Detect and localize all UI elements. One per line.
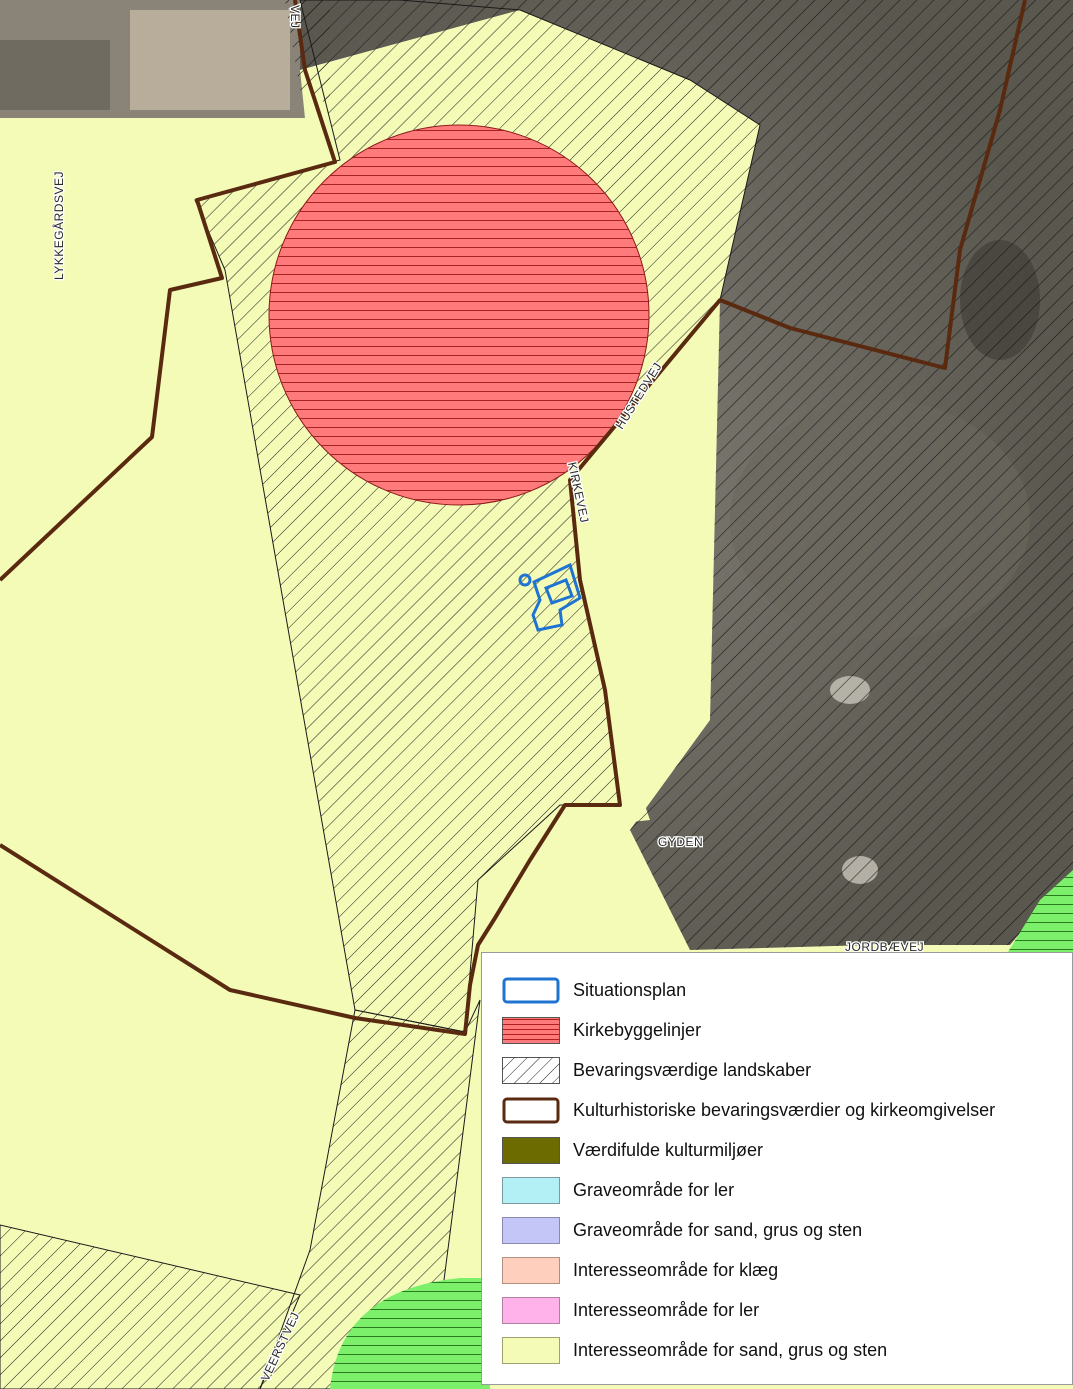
legend-label: Situationsplan bbox=[573, 980, 687, 1000]
legend-item: Kulturhistoriske bevaringsværdier og kir… bbox=[502, 1095, 1072, 1125]
situationsplan-outline[interactable] bbox=[518, 562, 582, 632]
legend-item: Bevaringsværdige landskaber bbox=[502, 1055, 1072, 1085]
legend-item: Graveområde for ler bbox=[502, 1175, 1072, 1205]
preserved-landscape-nw-strip bbox=[285, 0, 330, 105]
legend-item: Interesseområde for ler bbox=[502, 1295, 1072, 1325]
legend-item: Værdifulde kulturmiljøer bbox=[502, 1135, 1072, 1165]
legend-label: Interesseområde for sand, grus og sten bbox=[573, 1340, 888, 1360]
cultural-heritage-boundary[interactable] bbox=[0, 0, 337, 582]
legend-swatch bbox=[502, 1017, 560, 1044]
legend-swatch bbox=[502, 1057, 560, 1084]
road-label-lykkegardsvej: LYKKEGÅRDSVEJ bbox=[51, 171, 66, 280]
legend-label: Kulturhistoriske bevaringsværdier og kir… bbox=[573, 1100, 996, 1120]
preserved-landscape-southwest bbox=[0, 1224, 301, 1389]
legend-swatch bbox=[502, 1177, 560, 1204]
legend-item: Interesseområde for sand, grus og sten bbox=[502, 1335, 1072, 1365]
road-label-gyden: GYDEN bbox=[658, 835, 703, 849]
legend-label: Graveområde for sand, grus og sten bbox=[573, 1220, 863, 1240]
green-area-south-hatch bbox=[330, 1278, 490, 1389]
legend-swatch bbox=[502, 1297, 560, 1324]
legend-label: Interesseområde for ler bbox=[573, 1300, 760, 1320]
aerial-field bbox=[0, 40, 110, 110]
legend-item: Kirkebyggelinjer bbox=[502, 1015, 1072, 1045]
legend-swatch bbox=[502, 1257, 560, 1284]
legend-item: Situationsplan bbox=[502, 975, 1072, 1005]
green-area-east-hatch bbox=[1008, 870, 1073, 952]
legend-label: Bevaringsværdige landskaber bbox=[573, 1060, 812, 1080]
legend-item: Interesseområde for klæg bbox=[502, 1255, 1072, 1285]
legend-label: Værdifulde kulturmiljøer bbox=[573, 1140, 764, 1160]
preserved-landscape-east bbox=[400, 0, 1073, 950]
cultural-heritage-boundary[interactable] bbox=[0, 0, 1027, 1036]
legend-swatch bbox=[502, 977, 560, 1004]
legend-label: Kirkebyggelinjer bbox=[573, 1020, 702, 1040]
road-label-jordbaevej: JORDBÆVEJ bbox=[845, 940, 924, 954]
legend-swatch bbox=[502, 1097, 560, 1124]
legend-label: Interesseområde for klæg bbox=[573, 1260, 779, 1280]
legend-item: Graveområde for sand, grus og sten bbox=[502, 1215, 1072, 1245]
aerial-field bbox=[130, 10, 290, 110]
legend-swatch bbox=[502, 1217, 560, 1244]
legend-label: Graveområde for ler bbox=[573, 1180, 735, 1200]
road-label-vej-top: VEJ bbox=[288, 5, 302, 29]
legend-swatch bbox=[502, 1137, 560, 1164]
legend-swatch bbox=[502, 1337, 560, 1364]
church-building-line-hatch bbox=[269, 125, 649, 505]
